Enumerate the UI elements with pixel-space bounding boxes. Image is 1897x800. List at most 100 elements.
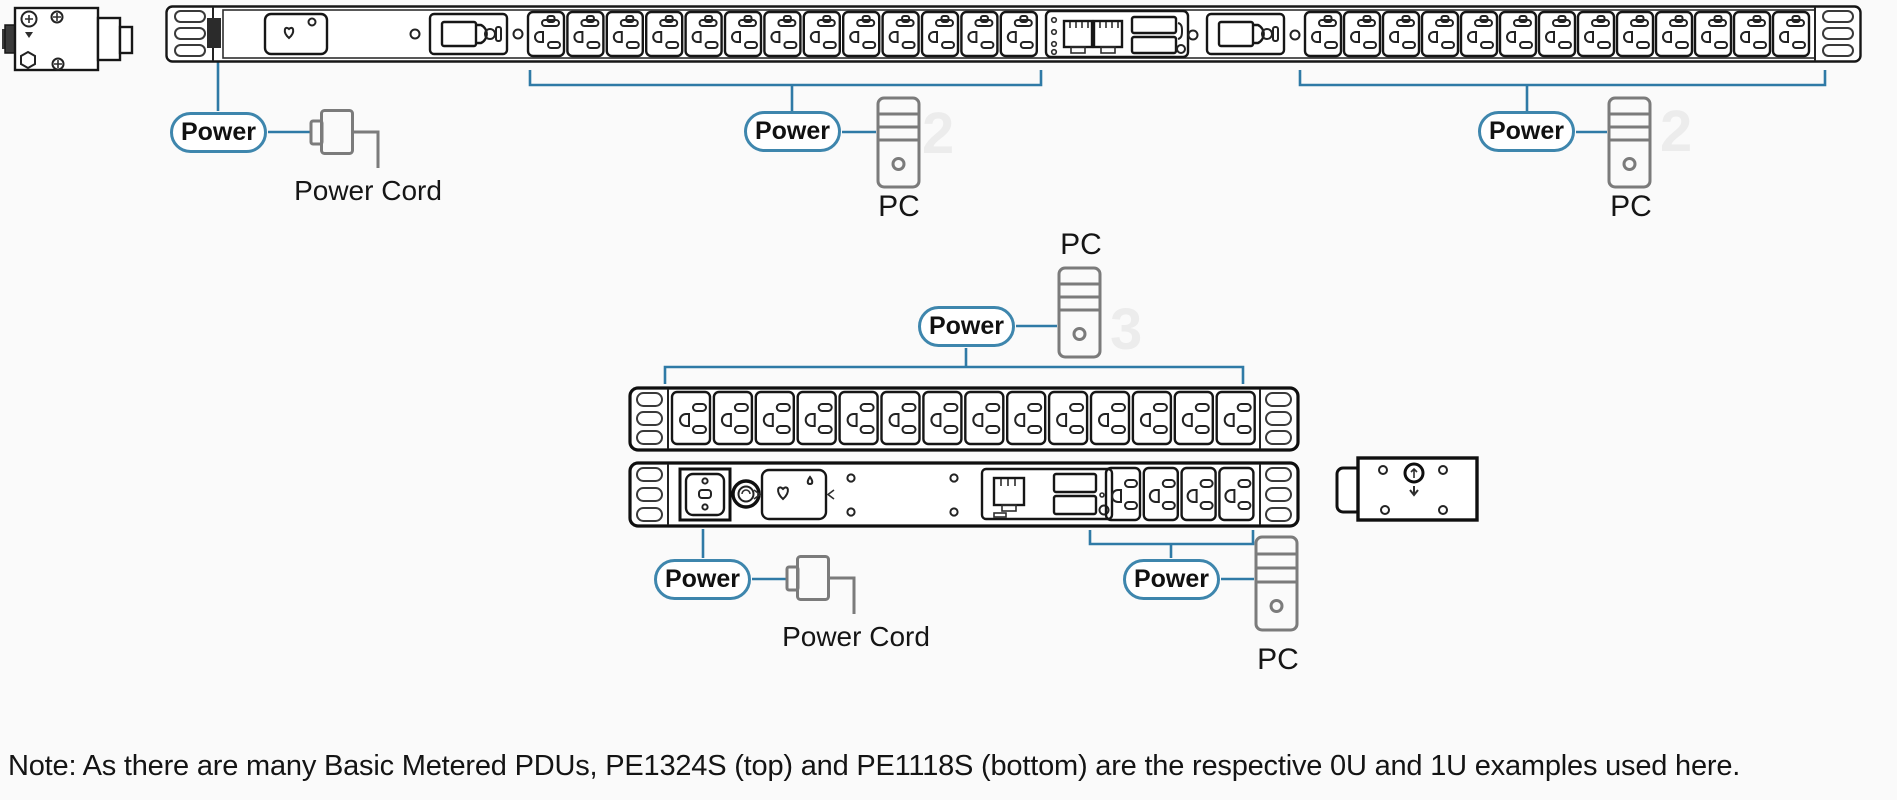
vent-slot	[1822, 10, 1854, 23]
pc-label: PC	[1060, 228, 1102, 261]
screw	[1187, 29, 1199, 41]
power-cord-icon	[785, 555, 856, 614]
outlet	[1693, 10, 1733, 58]
outlet	[684, 10, 723, 58]
power-label-text: Power	[1488, 117, 1565, 145]
c14-power-inlet	[678, 467, 732, 522]
outlet	[754, 390, 796, 446]
rj45-port	[1062, 19, 1094, 54]
meter-display	[1130, 15, 1178, 35]
vent-slot	[636, 467, 663, 482]
outlet	[526, 10, 566, 58]
outlet	[960, 10, 999, 58]
outlet	[1732, 10, 1772, 58]
outlet	[1215, 390, 1256, 446]
outlet	[566, 10, 605, 58]
outlet	[1576, 10, 1616, 58]
outlet	[999, 10, 1038, 58]
chevron-icon	[753, 489, 762, 500]
step-watermark: 3	[1110, 297, 1143, 362]
power-label-text: Power	[928, 312, 1005, 340]
pdu-0u-pe1324s	[165, 5, 1862, 63]
vent-slot	[636, 392, 663, 407]
vent-slot	[636, 487, 663, 502]
power-label-text: Power	[754, 117, 831, 145]
meter-display	[1052, 494, 1098, 516]
note-text: Note: As there are many Basic Metered PD…	[8, 750, 1741, 782]
outlet	[1180, 466, 1217, 522]
vent-slot	[174, 44, 206, 57]
rj45-port	[1092, 19, 1124, 54]
detachable-inlet-module	[2, 6, 134, 72]
power-label-text: Power	[180, 118, 257, 146]
outlet	[605, 10, 645, 58]
outlet	[1131, 390, 1173, 446]
outlet	[920, 10, 960, 58]
outlet	[842, 10, 881, 58]
outlet	[670, 390, 712, 446]
power-label-pill: Power	[654, 559, 751, 600]
outlet	[1615, 10, 1655, 58]
power-inlet-tab	[207, 18, 221, 48]
power-label-text: Power	[664, 565, 741, 593]
down-arrow-icon	[25, 32, 33, 38]
outlet-group-1	[526, 10, 1038, 58]
vent-slot	[1265, 467, 1292, 482]
hex-nut-icon	[20, 50, 36, 70]
outlet	[1342, 10, 1382, 58]
screw	[949, 507, 959, 517]
screw	[1438, 465, 1448, 475]
up-arrow-icon	[1410, 467, 1418, 478]
screw	[949, 473, 959, 483]
heart-logo-icon	[283, 26, 295, 40]
outlet	[1459, 10, 1499, 58]
outlet	[1303, 10, 1343, 58]
breaker-panel	[263, 12, 329, 56]
outlet	[922, 390, 963, 446]
power-label-pill: Power	[1478, 111, 1575, 152]
screw	[846, 473, 856, 483]
power-label-pill: Power	[744, 111, 841, 152]
outlet	[1173, 390, 1214, 446]
screw	[1380, 505, 1390, 515]
outlet	[796, 390, 837, 446]
rj45-port	[992, 476, 1026, 518]
outlet	[1420, 10, 1460, 58]
vent-slot	[636, 430, 663, 445]
outlet	[712, 390, 754, 446]
blue-connector-paths	[216, 50, 1827, 581]
outlet	[1654, 10, 1694, 58]
vent-slot	[636, 507, 663, 522]
power-label-pill: Power	[1123, 559, 1220, 600]
vent-slot	[1265, 392, 1292, 407]
pdu-1u-front-pe1118s	[628, 386, 1300, 452]
rear-outlet-group	[1104, 466, 1255, 522]
screw	[846, 507, 856, 517]
outlet	[1142, 466, 1179, 522]
vent-slot	[1822, 27, 1854, 40]
power-label-pill: Power	[918, 306, 1015, 347]
vent-slot	[1265, 430, 1292, 445]
meter-display	[1052, 472, 1098, 494]
outlet	[964, 390, 1005, 446]
vent-slot	[1265, 411, 1292, 426]
power-cord-label: Power Cord	[294, 175, 442, 206]
chevron-icon	[826, 489, 835, 500]
outlet	[723, 10, 763, 58]
front-outlet-group	[670, 390, 1256, 446]
outlet	[1218, 466, 1255, 522]
vent-slot	[1265, 507, 1292, 522]
outlet	[1498, 10, 1538, 58]
outlet-group-2	[1303, 10, 1811, 58]
screw	[1289, 29, 1301, 41]
vent-slot	[1265, 487, 1292, 502]
power-cord-icon	[309, 109, 380, 168]
outlet	[1537, 10, 1577, 58]
vent-slot	[1822, 44, 1854, 57]
pc-icon	[1254, 535, 1299, 632]
pc-label: PC	[878, 190, 920, 223]
outlet	[1771, 10, 1811, 58]
screw	[409, 28, 421, 40]
